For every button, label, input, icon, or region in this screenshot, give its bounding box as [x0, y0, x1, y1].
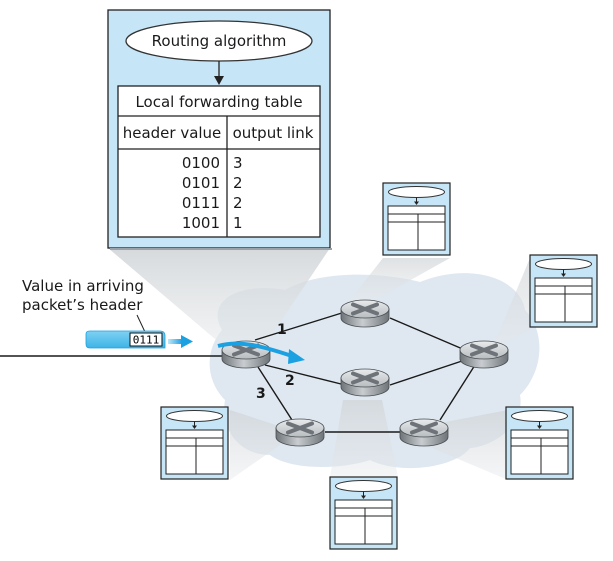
router-box-bottom[interactable]	[329, 476, 398, 550]
projection-beam-bottom-left	[230, 410, 285, 480]
router-box-right[interactable]	[529, 254, 598, 328]
network-links	[0, 311, 476, 433]
link-label-1: 1	[277, 322, 287, 338]
arrow-down-icon	[214, 76, 224, 85]
row-output-link: 2	[233, 194, 243, 212]
row-header-value: 0111	[182, 194, 220, 212]
projection-beam-main	[108, 248, 330, 345]
arrow-right-icon	[181, 335, 193, 348]
router-box-bottom-right[interactable]	[505, 406, 574, 480]
router-bottom-left[interactable]	[274, 417, 326, 448]
row-output-link: 3	[233, 154, 243, 172]
row-header-value: 0101	[182, 174, 220, 192]
router-box-bottom-left[interactable]	[160, 406, 229, 480]
forwarding-table	[117, 85, 321, 238]
main-router-box: Routing algorithm Local forwarding table…	[107, 9, 332, 250]
router-top[interactable]	[339, 298, 391, 329]
router-right[interactable]	[458, 339, 510, 370]
routing-algorithm-label: Routing algorithm	[152, 32, 287, 50]
table-title: Local forwarding table	[135, 93, 302, 111]
packet-caption-line1: Value in arriving	[22, 277, 144, 295]
router-box-top[interactable]	[382, 182, 451, 256]
link-label-3: 3	[256, 386, 266, 402]
projection-beam-right	[490, 258, 530, 350]
col-output-link: output link	[233, 124, 314, 142]
row-output-link: 1	[233, 214, 243, 232]
router-middle[interactable]	[339, 367, 391, 398]
row-header-value: 1001	[182, 214, 220, 232]
caption-pointer	[136, 314, 146, 333]
arriving-packet[interactable]: 0111	[85, 330, 166, 349]
link-label-2: 2	[285, 373, 295, 389]
table-row: 0111 2	[182, 194, 243, 212]
table-row: 0101 2	[182, 174, 243, 192]
table-row: 0100 3	[182, 154, 243, 172]
projection-beam-top	[350, 258, 450, 300]
forwarding-path-arrow	[217, 341, 293, 358]
arrowhead-icon	[288, 349, 305, 364]
row-header-value: 0100	[182, 154, 220, 172]
packet-caption-line2: packet’s header	[22, 296, 143, 314]
row-output-link: 2	[233, 174, 243, 192]
col-header-value: header value	[123, 124, 222, 142]
projection-beam-bottom	[330, 400, 398, 477]
packet-header-value: 0111	[133, 334, 160, 347]
packet-motion-arrow	[168, 339, 182, 344]
router-bottom-right[interactable]	[398, 417, 450, 448]
table-row: 1001 1	[182, 214, 243, 232]
